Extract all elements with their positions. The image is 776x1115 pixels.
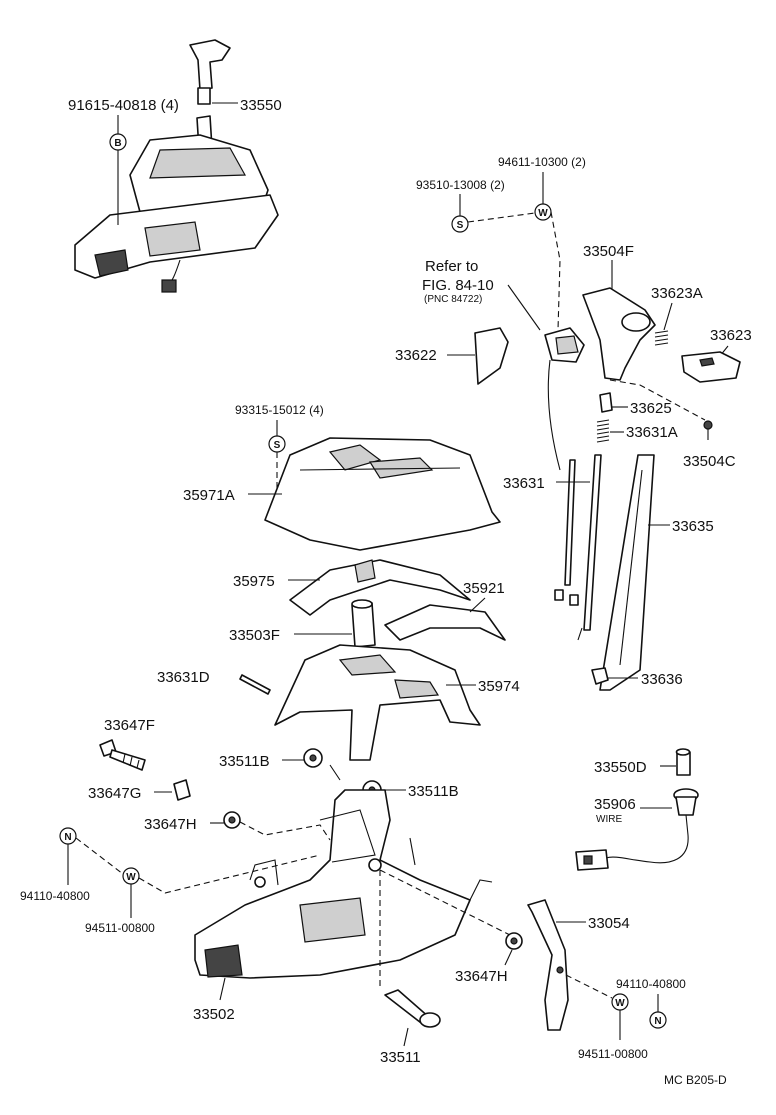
label-33502: 33502 [193,1006,235,1023]
label-91615-40818: 91615-40818 (4) [68,97,179,114]
screw-symbol-s-top: S [451,215,469,233]
label-33511B-b: 33511B [408,783,459,800]
bracket-33054 [527,899,569,1031]
label-94611-10300: 94611-10300 (2) [498,155,586,169]
screw-symbol-s-middle: S [268,435,286,453]
rod-33631 [554,454,602,641]
label-33631: 33631 [503,475,545,492]
shift-knob-33504F [582,287,656,381]
label-33631D: 33631D [157,669,210,686]
screw-33504C [703,420,713,440]
bolt-33647F [99,739,146,771]
label-33503F: 33503F [229,627,280,644]
label-33054: 33054 [588,915,630,932]
refer-to-line2: FIG. 84-10 [422,277,494,294]
svg-text:N: N [654,1016,661,1027]
label-33635: 33635 [672,518,714,535]
label-33622: 33622 [395,347,437,364]
label-33623A: 33623A [651,285,703,302]
refer-to-line3: (PNC 84722) [424,294,482,305]
label-33511B-a: 33511B [219,753,270,770]
label-33647G: 33647G [88,785,141,802]
label-33625: 33625 [630,400,672,417]
grommet-33647H-a [223,811,241,829]
washer-symbol-w-top: W [534,203,552,221]
cover-33622 [474,327,509,385]
pin-33631D [239,674,271,695]
spring-33623A [654,330,669,346]
indicator-switch-drawing [544,327,585,471]
spring-33631A [596,419,610,443]
footer-code: MC B205-D [664,1073,727,1087]
label-35974: 35974 [478,678,520,695]
label-94511-00800-b: 94511-00800 [578,1047,648,1061]
label-93510-13008: 93510-13008 (2) [416,178,505,192]
label-94110-40800-a: 94110-40800 [20,889,90,903]
label-wire: WIRE [596,814,622,825]
label-33511: 33511 [380,1049,421,1066]
svg-text:W: W [538,208,548,219]
label-35975: 35975 [233,573,275,590]
label-94511-00800-a: 94511-00800 [85,921,155,935]
svg-text:W: W [126,872,136,883]
washer-symbol-w-left: W [122,867,140,885]
label-35906: 35906 [594,796,636,813]
button-33623 [681,351,741,383]
housing-cover-35974 [274,644,481,761]
svg-text:W: W [615,998,625,1009]
label-35971A: 35971A [183,487,235,504]
label-33636: 33636 [641,671,683,688]
shaft-33503F [351,599,376,648]
label-35921: 35921 [463,580,505,597]
cap-33550D [675,748,691,776]
label-33504F: 33504F [583,243,634,260]
label-33647H-a: 33647H [144,816,197,833]
label-33504C: 33504C [683,453,736,470]
refer-to-line1: Refer to [425,258,478,275]
label-33647F: 33647F [104,717,155,734]
boot-35975 [289,559,471,616]
svg-text:S: S [457,220,464,231]
clip-33647G [173,779,191,801]
nut-symbol-n-left: N [59,827,77,845]
label-33631A: 33631A [626,424,678,441]
plate-33635 [599,454,655,691]
plate-35921 [384,604,506,641]
shift-lever-assembly-drawing [74,39,279,293]
label-33550D: 33550D [594,759,647,776]
washer-symbol-w-right: W [611,993,629,1011]
bolt-symbol-b: B [109,133,127,151]
nut-symbol-n-right: N [649,1011,667,1029]
label-33550: 33550 [240,97,282,114]
label-94110-40800-b: 94110-40800 [616,977,686,991]
console-cover-35971A [264,437,501,551]
svg-text:N: N [64,832,71,843]
svg-text:B: B [114,138,121,149]
grommet-33647H-b [505,932,523,950]
bolt-33511 [384,989,441,1028]
shift-lever-base-33502 [194,789,493,979]
label-33623: 33623 [710,327,752,344]
switch-35906 [575,788,699,871]
clip-33636 [591,667,609,685]
label-93315-15012: 93315-15012 (4) [235,403,324,417]
bushing-33511B-a [303,748,323,768]
svg-text:S: S [274,440,281,451]
pin-33625 [599,392,613,413]
label-33647H-b: 33647H [455,968,508,985]
